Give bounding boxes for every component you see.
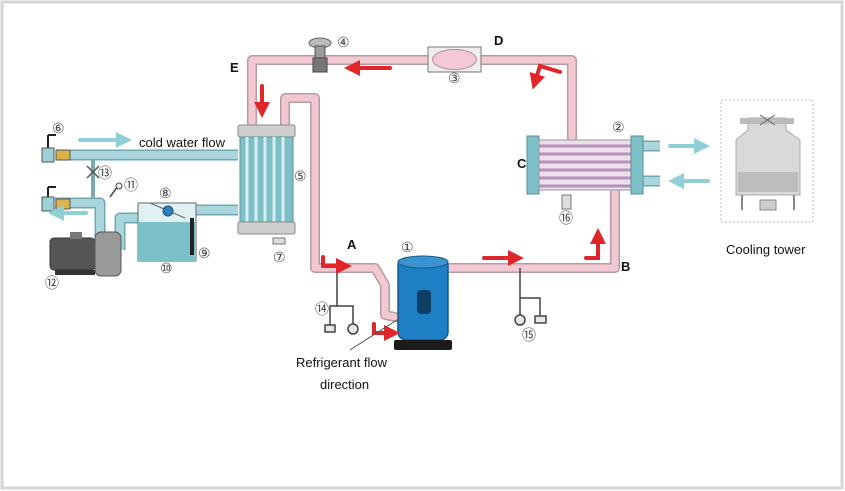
filter-drier <box>427 46 482 73</box>
letter-c: C <box>517 156 527 171</box>
refrigerant-flow-arrows <box>254 60 606 341</box>
letter-a: A <box>347 237 357 252</box>
number-2: ② <box>612 119 625 135</box>
number-5: ⑤ <box>294 168 307 184</box>
number-16: ⑯ <box>559 210 573 226</box>
compressor <box>394 255 452 350</box>
pump <box>49 231 122 277</box>
number-7: ⑦ <box>273 249 286 265</box>
number-8: ⑧ <box>159 185 172 201</box>
expansion-valve <box>308 37 332 73</box>
cold-water-flow-label: cold water flow <box>139 135 226 150</box>
evaporator <box>237 124 296 245</box>
water-tank <box>137 202 197 262</box>
number-3: ③ <box>448 70 461 86</box>
number-15: ⑮ <box>522 327 536 343</box>
refrigerant-flow-label-line1: Refrigerant flow <box>296 355 388 370</box>
number-13: ⑬ <box>98 165 112 181</box>
number-4: ④ <box>337 34 350 50</box>
number-11: ⑪ <box>124 177 138 193</box>
number-6: ⑥ <box>52 120 65 136</box>
number-14: ⑭ <box>315 301 329 317</box>
letter-b: B <box>621 259 630 274</box>
refrigerant-label-pointer <box>349 317 401 351</box>
letter-e: E <box>230 60 239 75</box>
letter-d: D <box>494 33 503 48</box>
cooling-tower <box>720 99 814 223</box>
valves <box>41 134 123 212</box>
number-12: ⑫ <box>45 275 59 291</box>
number-10: ⑩ <box>160 260 173 276</box>
condenser <box>526 135 644 210</box>
gauge-high <box>514 268 547 326</box>
cooling-tower-label: Cooling tower <box>726 242 806 257</box>
number-1: ① <box>401 239 414 255</box>
number-9: ⑨ <box>198 245 211 261</box>
water-flow-arrows <box>48 132 710 221</box>
gauge-low <box>324 268 359 335</box>
refrigerant-flow-label-line2: direction <box>320 377 369 392</box>
